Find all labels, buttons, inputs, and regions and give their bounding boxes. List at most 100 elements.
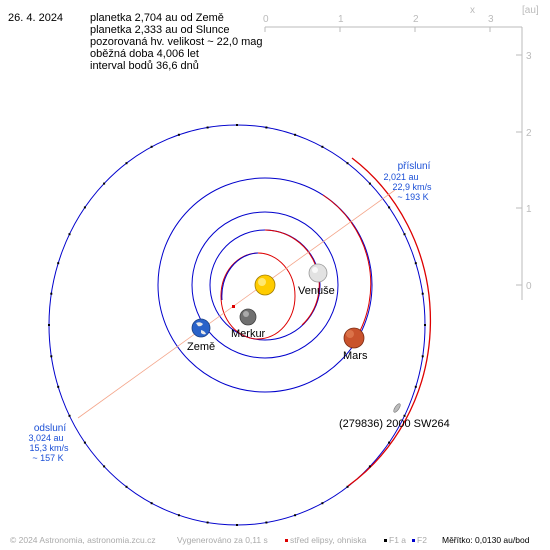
orbit-position-dot bbox=[346, 162, 349, 165]
info-line-magnitude: pozorovaná hv. velikost ~ 22,0 mag bbox=[90, 36, 263, 48]
x-tick-label: 1 bbox=[338, 14, 344, 25]
orbit-position-dot bbox=[177, 514, 180, 517]
info-line-period: oběžná doba 4,006 let bbox=[90, 48, 199, 60]
aphelion-speed: 15,3 km/s bbox=[29, 443, 69, 453]
date-label: 26. 4. 2024 bbox=[8, 12, 64, 24]
y-tick-label: 1 bbox=[526, 204, 532, 215]
earth-orbit bbox=[191, 211, 339, 359]
asteroid-icon bbox=[393, 403, 401, 413]
aphelion-annotation: odsluní 3,024 au 15,3 km/s ~ 157 K bbox=[28, 423, 69, 463]
mars: Mars bbox=[343, 327, 368, 362]
orbit-position-dot bbox=[48, 324, 50, 326]
venus-label: Venuše bbox=[298, 285, 335, 297]
legend-f1-label: F1 a bbox=[389, 535, 407, 545]
orbit-position-dot bbox=[50, 292, 53, 295]
orbit-position-dots bbox=[48, 124, 426, 526]
orbit-position-dot bbox=[388, 206, 391, 209]
asteroid-orbit-outline bbox=[48, 124, 426, 526]
orbit-position-dot bbox=[177, 133, 180, 136]
footer: © 2024 Astronomia, astronomia.zcu.cz Vyg… bbox=[0, 530, 550, 550]
mercury-orbit-below-ecliptic bbox=[221, 252, 259, 301]
black-square-icon bbox=[384, 539, 387, 543]
aphelion-title: odsluní bbox=[34, 423, 66, 434]
aphelion-temperature: ~ 157 K bbox=[32, 453, 63, 463]
orbit-position-dot bbox=[321, 502, 324, 505]
ellipse-center-marker bbox=[232, 305, 235, 308]
legend-f2-label: F2 bbox=[417, 535, 427, 545]
orbit-position-dot bbox=[368, 465, 371, 468]
venus-highlight bbox=[312, 267, 318, 273]
orbit-position-dot bbox=[321, 145, 324, 148]
earth-label: Země bbox=[187, 341, 215, 353]
asteroid-orbit-above-ecliptic bbox=[347, 157, 432, 487]
orbit-position-dot bbox=[206, 126, 209, 129]
asteroid-label: (279836) 2000 SW264 bbox=[339, 418, 450, 430]
orbit-position-dot bbox=[265, 126, 268, 129]
orbit-position-dot bbox=[403, 414, 406, 417]
mercury-highlight bbox=[243, 311, 249, 317]
asteroid: (279836) 2000 SW264 bbox=[339, 403, 450, 430]
y-tick-label: 0 bbox=[526, 281, 532, 292]
y-axis-ticks: 3 2 1 0 bbox=[516, 51, 532, 292]
venus: Venuše bbox=[298, 263, 335, 297]
y-tick-label: 2 bbox=[526, 128, 532, 139]
mars-label: Mars bbox=[343, 350, 368, 362]
legend-ellipse-center: střed elipsy, ohniska bbox=[285, 535, 366, 545]
orbit-position-dot bbox=[414, 262, 417, 265]
orbit-position-dot bbox=[83, 206, 86, 209]
generated-time: Vygenerováno za 0,11 s bbox=[177, 535, 268, 545]
orbit-position-dot bbox=[50, 355, 53, 358]
sun-highlight bbox=[258, 278, 266, 286]
sun bbox=[254, 274, 276, 296]
perihelion-temperature: ~ 193 K bbox=[397, 192, 428, 202]
mars-orbit-above-ecliptic bbox=[322, 194, 372, 341]
x-tick-label: 3 bbox=[488, 14, 494, 25]
axes bbox=[265, 26, 523, 300]
scale-text: Měřítko: 0,0130 au/bod bbox=[442, 535, 530, 545]
sun-icon bbox=[254, 274, 276, 296]
orbit-position-dot bbox=[236, 124, 238, 126]
orbit-position-dot bbox=[125, 485, 128, 488]
mercury-icon bbox=[239, 308, 257, 326]
orbit-position-dot bbox=[236, 524, 238, 526]
mars-icon bbox=[343, 327, 365, 349]
orbit-position-dot bbox=[346, 485, 349, 488]
orbit-position-dot bbox=[103, 465, 106, 468]
apsides-line bbox=[77, 189, 396, 419]
orbits bbox=[48, 124, 432, 526]
orbit-position-dot bbox=[68, 414, 71, 417]
orbit-position-dot bbox=[294, 133, 297, 136]
aphelion-distance: 3,024 au bbox=[28, 433, 63, 443]
orbit-position-dot bbox=[206, 521, 209, 524]
orbit-position-dot bbox=[150, 145, 153, 148]
orbit-position-dot bbox=[368, 182, 371, 185]
orbit-position-dot bbox=[414, 385, 417, 388]
orbit-position-dot bbox=[403, 233, 406, 236]
info-line-point-interval: interval bodů 36,6 dnů bbox=[90, 60, 199, 72]
earth-clouds bbox=[196, 322, 206, 335]
info-block: planetka 2,704 au od Země planetka 2,333… bbox=[90, 12, 263, 72]
x-axis-letter: x bbox=[470, 5, 475, 16]
orbit-position-dot bbox=[57, 262, 60, 265]
axis-unit: [au] bbox=[522, 5, 539, 16]
mars-orbit-blue bbox=[157, 177, 373, 393]
orbit-position-dot bbox=[265, 521, 268, 524]
y-tick-label: 3 bbox=[526, 51, 532, 62]
legend-f2: F2 bbox=[412, 535, 427, 545]
earth-icon bbox=[191, 318, 211, 338]
legend-f1: F1 a bbox=[384, 535, 406, 545]
orbit-position-dot bbox=[421, 292, 424, 295]
perihelion-annotation: přísluní 2,021 au 22,9 km/s ~ 193 K bbox=[383, 161, 432, 202]
perihelion-distance: 2,021 au bbox=[383, 172, 418, 182]
perihelion-speed: 22,9 km/s bbox=[392, 182, 432, 192]
orbit-position-dot bbox=[421, 355, 424, 358]
orbit-position-dot bbox=[294, 514, 297, 517]
orbit-position-dot bbox=[103, 182, 106, 185]
orbit-position-dot bbox=[57, 385, 60, 388]
orbit-position-dot bbox=[125, 162, 128, 165]
info-line-earth-distance: planetka 2,704 au od Země bbox=[90, 12, 224, 24]
mercury: Merkur bbox=[231, 308, 266, 340]
orbit-position-dot bbox=[150, 502, 153, 505]
